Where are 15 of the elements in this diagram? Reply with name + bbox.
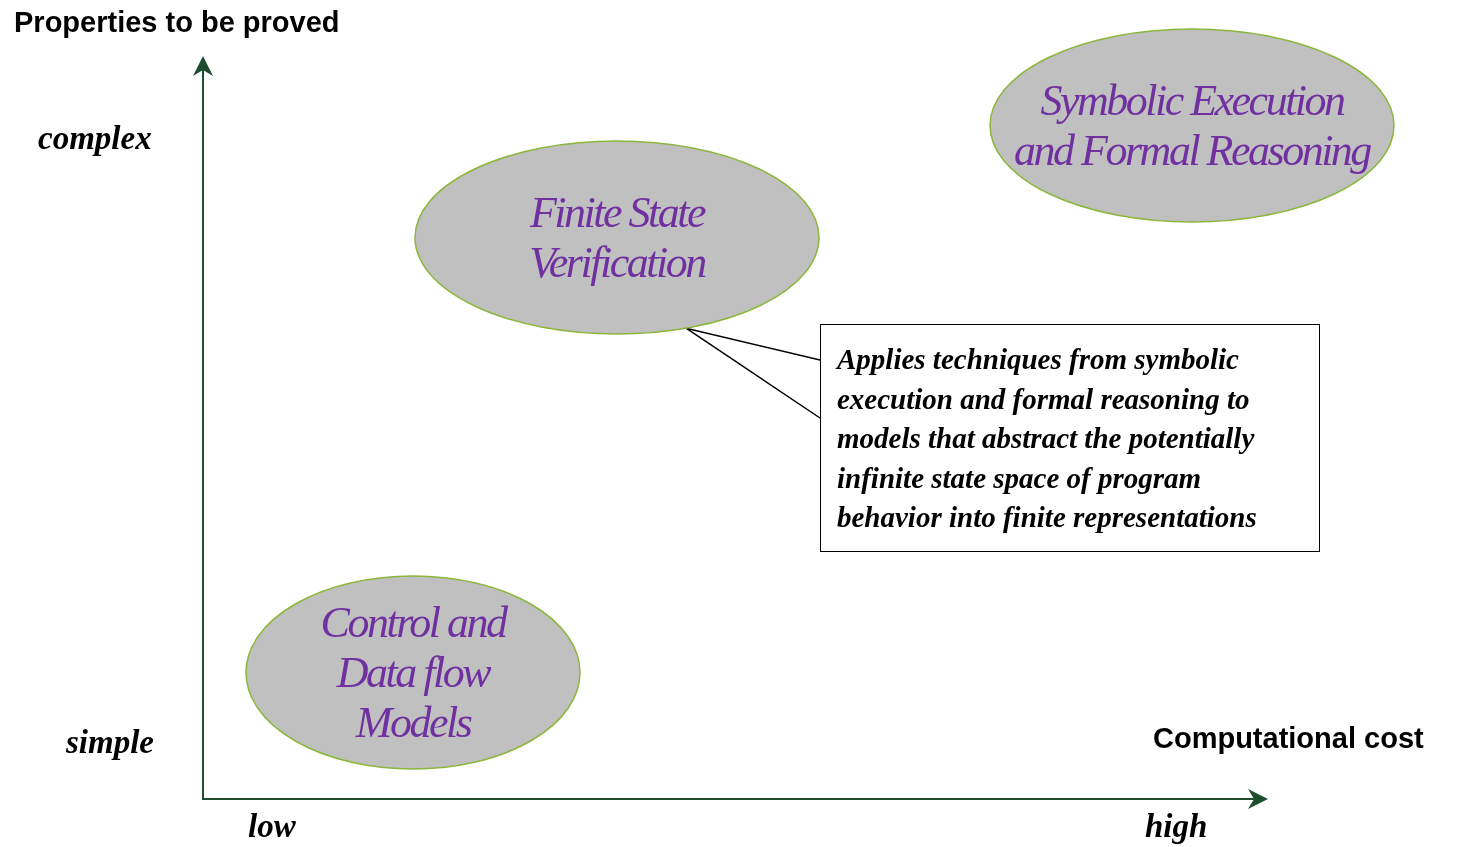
callout-pointer	[685, 327, 821, 419]
axis-title: Computational cost	[1153, 722, 1424, 755]
method-ellipse	[245, 575, 581, 770]
method-ellipse	[414, 140, 820, 335]
axis-title: Properties to be proved	[14, 6, 340, 39]
axis-tick-label: low	[248, 808, 296, 845]
method-name: Control and Data flow Models	[319, 597, 508, 748]
method-name: Symbolic Execution and Formal Reasoning	[1013, 75, 1372, 176]
method-ellipse	[989, 28, 1395, 223]
callout-text: Applies techniques from symbolic execution and formal reasoning to models that abstract the potentially infinite state space of program behavior into finite representations	[837, 342, 1258, 536]
callout-box	[820, 324, 1320, 552]
axis-tick-label: complex	[38, 120, 152, 157]
method-name: Finite State Verification	[528, 187, 707, 288]
axis-tick-label: simple	[66, 724, 154, 761]
axis-tick-label: high	[1145, 808, 1208, 845]
